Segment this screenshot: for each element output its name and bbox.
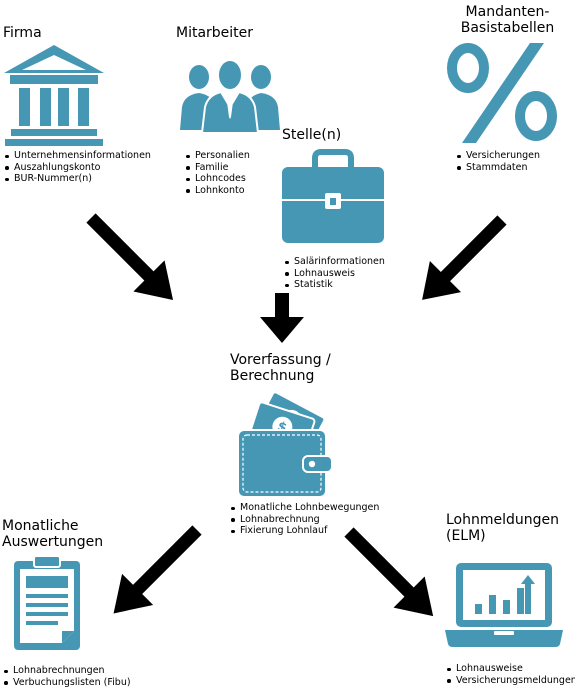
laptop-trackpad-notch — [494, 631, 514, 635]
list-item: Lohnabrechnungen — [2, 665, 131, 677]
vorerfassung-title: Vorerfassung / Berechnung — [230, 352, 331, 384]
briefcase-icon — [282, 149, 384, 243]
stelle-title: Stelle(n) — [282, 127, 341, 143]
list-item: Stammdaten — [455, 162, 540, 174]
employees-group-icon — [180, 59, 280, 134]
laptop-bar-chart-icon — [445, 563, 563, 647]
arrow-vorerfassung-to-auswertungen — [113, 525, 202, 614]
lohnmeldungen-title-line: Lohnmeldungen — [446, 512, 560, 528]
mitarbeiter-title: Mitarbeiter — [176, 25, 253, 41]
clipboard-line — [26, 612, 68, 616]
laptop-base — [445, 630, 563, 647]
wallet-with-banknotes-icon: $ — [237, 391, 333, 498]
mandanten-title-line: Mandanten- — [465, 4, 550, 20]
firma-list: Unternehmensinformationen Auszahlungskon… — [3, 150, 151, 185]
vorerfassung-title-line: Vorerfassung / — [230, 352, 331, 368]
bank-roof-inner — [22, 55, 86, 70]
auswertungen-list: Lohnabrechnungen Verbuchungslisten (Fibu… — [2, 665, 131, 688]
chart-bar — [489, 595, 496, 614]
auswertungen-title-line: Auswertungen — [2, 534, 104, 550]
list-item: Salärinformationen — [283, 256, 385, 268]
lohnmeldungen-list: Lohnausweise Versicherungsmeldungen — [445, 663, 575, 686]
firma-title: Firma — [3, 25, 42, 41]
vorerfassung-list: Monatliche Lohnbewegungen Lohnabrechnung… — [229, 502, 379, 537]
percent-icon — [447, 43, 557, 143]
clipboard-line — [26, 603, 68, 607]
list-item: Lohncodes — [184, 173, 250, 185]
list-item: Lohnausweis — [283, 268, 385, 280]
list-item: Monatliche Lohnbewegungen — [229, 502, 379, 514]
bank-base — [11, 129, 97, 136]
bank-column — [40, 88, 51, 126]
briefcase-handle — [312, 149, 354, 168]
percent-circle-bottom — [515, 91, 557, 141]
lohnmeldungen-title-line: (ELM) — [446, 528, 486, 544]
clipboard-clip — [33, 555, 61, 568]
list-item: Lohnkonto — [184, 185, 250, 197]
percent-circle-top — [447, 43, 489, 93]
person-head-right — [251, 65, 271, 89]
mitarbeiter-title-line: Mitarbeiter — [176, 25, 254, 41]
person-head-center — [217, 59, 243, 91]
clipboard-line — [26, 621, 58, 625]
firma-title-line: Firma — [3, 25, 42, 41]
auswertungen-title-line: Monatliche — [2, 518, 79, 534]
chart-arrow-up — [521, 575, 535, 614]
auswertungen-title: Monatliche Auswertungen — [2, 518, 103, 550]
list-item: Auszahlungskonto — [3, 162, 151, 174]
clipboard-header-box — [26, 576, 68, 588]
bank-building-icon — [4, 45, 104, 146]
list-item: Verbuchungslisten (Fibu) — [2, 677, 131, 689]
arrow-mandanten-to-vorerfassung — [422, 215, 507, 300]
arrow-firma-to-vorerfassung — [86, 213, 174, 301]
stelle-title-line: Stelle(n) — [282, 127, 342, 143]
arrow-vorerfassung-to-lohnmeldungen — [344, 527, 434, 617]
list-item: Unternehmensinformationen — [3, 150, 151, 162]
clipboard-report-icon — [14, 555, 80, 650]
clipboard-paper-fold — [62, 631, 74, 643]
mandanten-title-line: Basistabellen — [460, 20, 555, 36]
bank-lintel — [10, 75, 98, 84]
chart-bar — [517, 588, 524, 614]
chart-bar — [475, 604, 482, 614]
list-item: Versicherungen — [455, 150, 540, 162]
stelle-list: Salärinformationen Lohnausweis Statistik — [283, 256, 385, 291]
bank-column — [58, 88, 69, 126]
list-item: Versicherungsmeldungen — [445, 675, 575, 687]
wallet-clasp — [302, 455, 333, 473]
person-head-left — [189, 65, 209, 89]
mandanten-title: Mandanten- Basistabellen — [445, 4, 570, 36]
list-item: Fixierung Lohnlauf — [229, 525, 379, 537]
list-item: Familie — [184, 162, 250, 174]
list-item: Lohnabrechnung — [229, 514, 379, 526]
clipboard-line — [26, 594, 68, 598]
bank-column — [19, 88, 30, 126]
percent-slash — [462, 43, 544, 143]
bank-base — [5, 139, 103, 146]
wallet-clasp-button — [308, 460, 316, 468]
vorerfassung-title-line: Berechnung — [230, 368, 315, 384]
list-item: Statistik — [283, 279, 385, 291]
arrow-stelle-to-vorerfassung — [260, 293, 304, 343]
chart-bar — [503, 600, 510, 614]
briefcase-lock-inner — [330, 198, 336, 205]
person-tie — [227, 97, 233, 119]
bank-column — [78, 88, 89, 126]
list-item: BUR-Nummer(n) — [3, 173, 151, 185]
mandanten-list: Versicherungen Stammdaten — [455, 150, 540, 173]
list-item: Lohnausweise — [445, 663, 575, 675]
list-item: Personalien — [184, 150, 250, 162]
mitarbeiter-list: Personalien Familie Lohncodes Lohnkonto — [184, 150, 250, 196]
lohnmeldungen-title: Lohnmeldungen (ELM) — [446, 512, 559, 544]
